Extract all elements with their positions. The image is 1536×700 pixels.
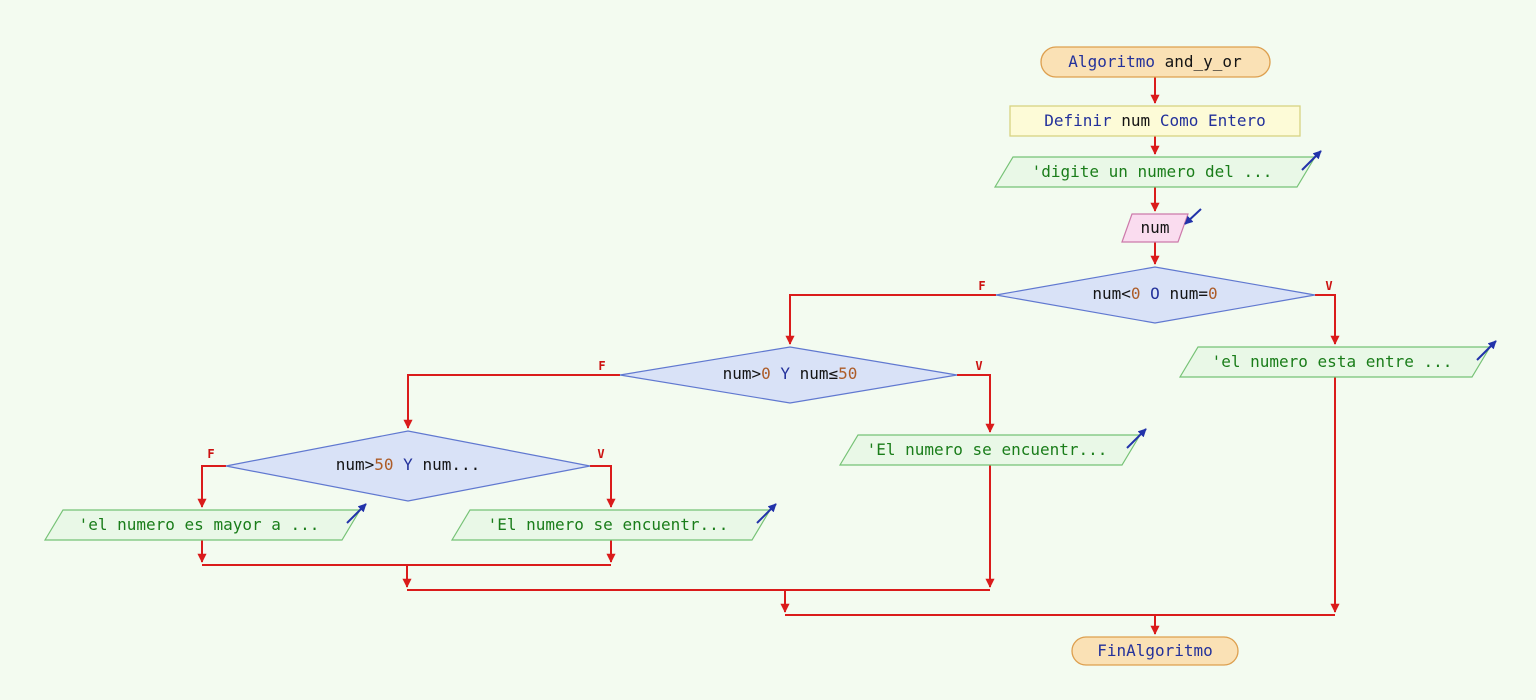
output-found1-label[interactable]: 'El numero se encuentr... <box>866 440 1108 459</box>
connector-decision2-true <box>957 374 995 433</box>
decision3-true-label: V <box>597 447 605 461</box>
decision3-label[interactable]: num>50 Y num... <box>335 455 481 474</box>
output-arrow-icon <box>756 503 777 524</box>
end-terminal-shape[interactable] <box>1071 636 1239 666</box>
input-num-shape[interactable] <box>1121 213 1189 243</box>
output-found2-label[interactable]: 'El numero se encuentr... <box>487 515 729 534</box>
connector-decision3-true <box>590 465 616 508</box>
declare-process-shape[interactable] <box>1009 105 1301 137</box>
decision1-false-label: F <box>978 279 986 293</box>
connector-decision1-false <box>785 294 996 345</box>
output-mayor-label[interactable]: 'el numero es mayor a ... <box>78 515 320 534</box>
connector-decision3-false <box>197 465 226 508</box>
decision1-true-label: V <box>1325 279 1333 293</box>
decision3-shape[interactable] <box>225 430 591 502</box>
decision1-label[interactable]: num<0 O num=0 <box>1092 284 1218 303</box>
output-between-label[interactable]: 'el numero esta entre ... <box>1211 352 1453 371</box>
declare-node-label[interactable]: Definir num Como Entero <box>1044 111 1266 130</box>
end-node-label[interactable]: FinAlgoritmo <box>1097 641 1213 660</box>
decision2-shape[interactable] <box>619 346 958 404</box>
decision1-shape[interactable] <box>995 266 1316 324</box>
decision2-label[interactable]: num>0 Y num≤50 <box>722 364 858 383</box>
output-arrow-icon <box>1301 150 1322 171</box>
output-arrow-icon <box>1126 428 1147 449</box>
decision3-false-label: F <box>207 447 215 461</box>
decision2-false-label: F <box>598 359 606 373</box>
output-prompt-label[interactable]: 'digite un numero del ... <box>1031 162 1273 181</box>
input-num-label[interactable]: num <box>1140 218 1170 237</box>
decision2-true-label: V <box>975 359 983 373</box>
input-arrow-icon <box>1184 208 1202 225</box>
connector-decision1-true <box>1315 294 1340 345</box>
output-arrow-icon <box>346 503 367 524</box>
connector-decision2-false <box>403 374 620 429</box>
output-arrow-icon <box>1476 340 1497 361</box>
start-terminal-shape[interactable] <box>1040 46 1271 78</box>
start-node-label[interactable]: Algoritmo and_y_or <box>1068 52 1242 71</box>
